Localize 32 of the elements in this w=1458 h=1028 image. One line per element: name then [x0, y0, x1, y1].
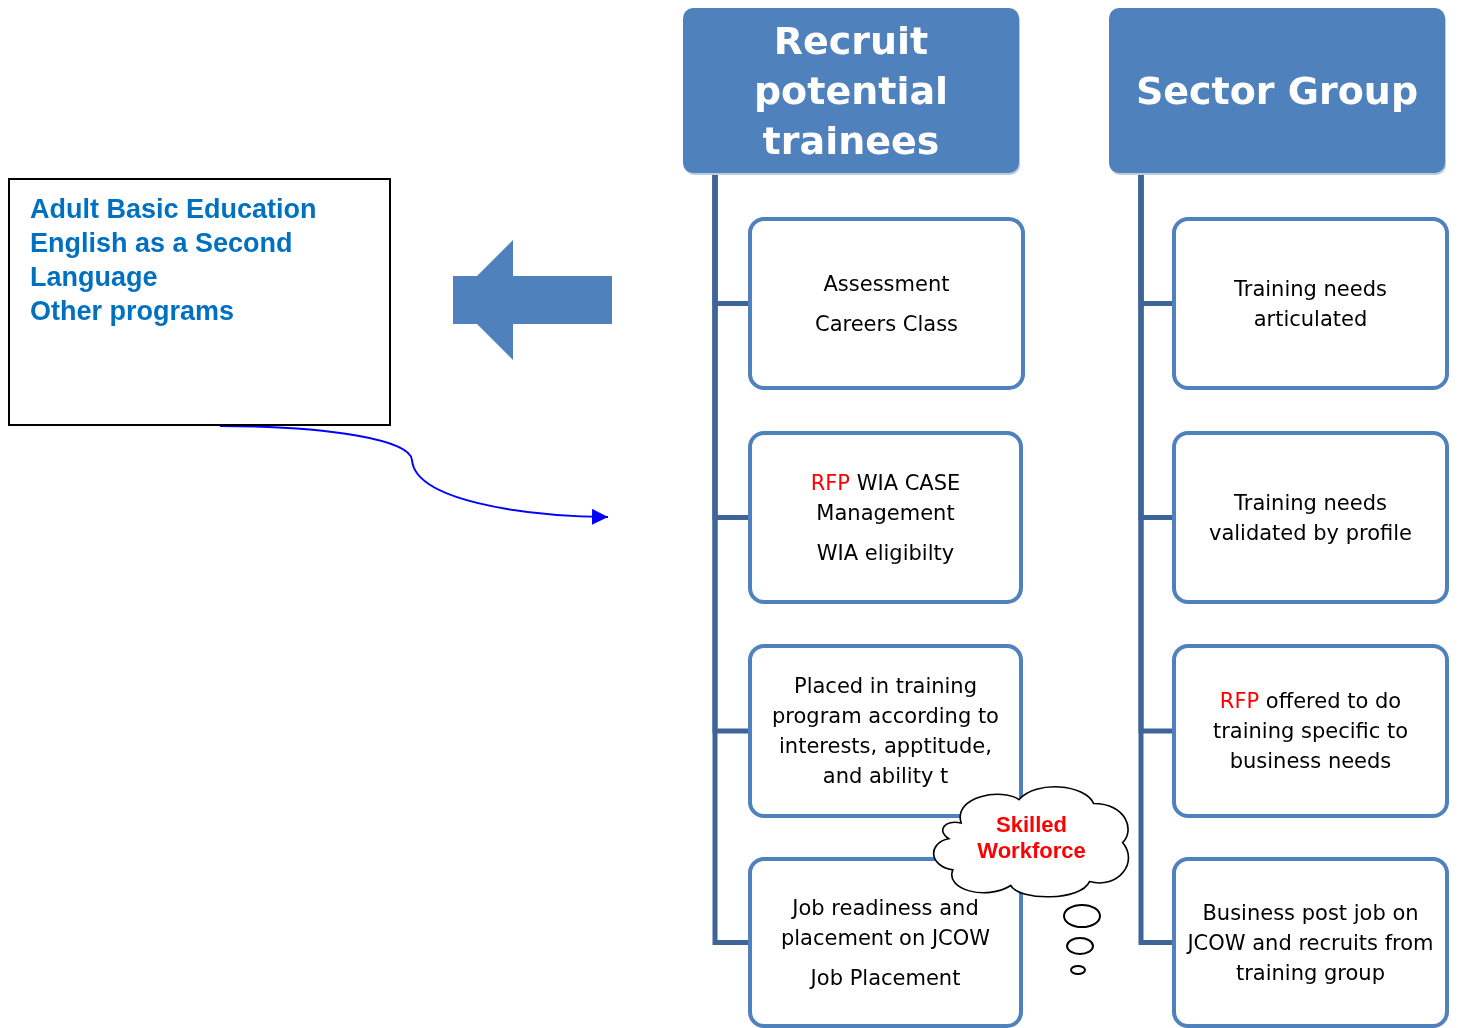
node-label: Other programs	[30, 295, 235, 328]
node-label: Careers Class	[814, 310, 958, 338]
column-header	[683, 8, 1019, 173]
program-list-box	[8, 178, 391, 426]
process-box	[748, 644, 1023, 818]
process-box	[1172, 217, 1449, 390]
header-label: Sector Group	[1135, 67, 1419, 115]
node-label: Business post job on JCOW and recruits from training group	[1185, 899, 1435, 987]
node-label: Training needs validated by profile	[1207, 489, 1414, 547]
header-label: Recruit potential trainees	[752, 17, 950, 165]
process-box	[748, 217, 1025, 390]
process-box	[748, 431, 1023, 604]
node-label: Training needs articulated	[1233, 275, 1388, 333]
node-label: RFP WIA CASE Management	[809, 469, 962, 527]
node-label: RFP offered to do training specific to business needs	[1211, 688, 1410, 775]
arrow	[219, 425, 609, 525]
node-label: English as a Second Language	[30, 227, 294, 294]
node-label: Assessment	[823, 270, 950, 298]
node-label: Job Placement	[810, 964, 961, 992]
connector-line	[712, 173, 748, 945]
node-label: Adult Basic Education	[30, 193, 317, 226]
process-box	[1172, 857, 1449, 1028]
block-arrow	[453, 240, 612, 360]
process-box	[748, 857, 1023, 1028]
node-label: Placed in training program according to interests, apptitude, and ability t	[771, 673, 1000, 790]
node-label: Job readiness and placement on JCOW	[779, 894, 992, 952]
column-header	[1109, 8, 1445, 173]
connector-line	[1138, 173, 1172, 945]
process-box	[1172, 644, 1449, 818]
node-label: WIA eligibilty	[816, 539, 955, 567]
cloud-label: Skilled Workforce	[976, 812, 1087, 864]
process-box	[1172, 431, 1449, 604]
